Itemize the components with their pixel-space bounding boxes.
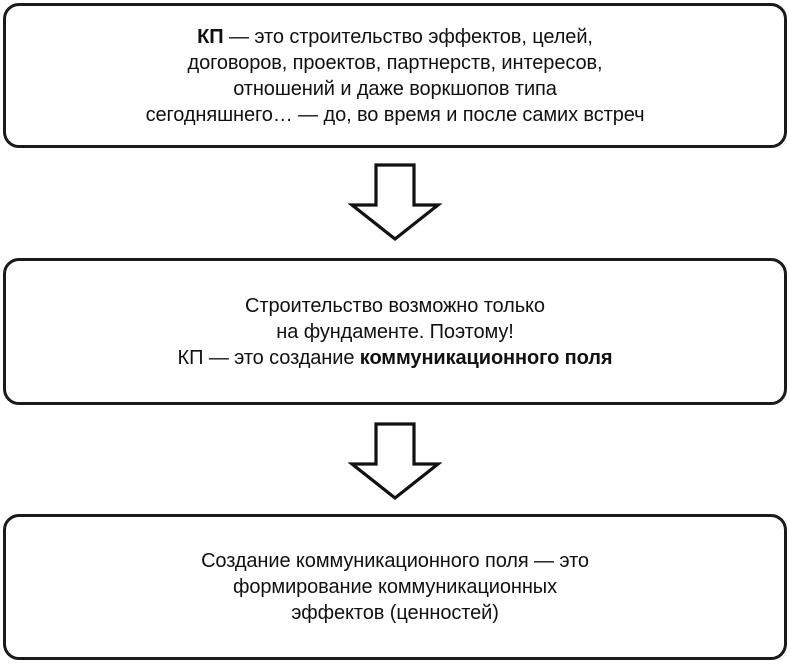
down-arrow-icon-1 <box>348 162 442 242</box>
down-arrow-shape <box>348 163 442 242</box>
down-arrow-shape <box>348 422 442 501</box>
down-arrow-icon-2 <box>348 421 442 501</box>
flow-node-1-text: КП — это строительство эффектов, целей,д… <box>145 25 645 126</box>
flow-node-1: КП — это строительство эффектов, целей,д… <box>3 3 787 148</box>
